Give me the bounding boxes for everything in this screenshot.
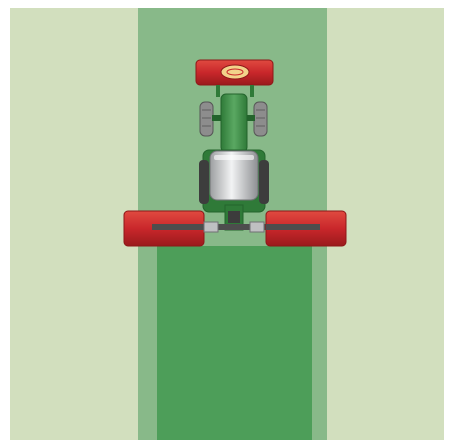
logo-icon [220, 64, 250, 80]
rear-right-tire [259, 160, 269, 204]
front-right-tire [253, 101, 268, 137]
cab [209, 150, 259, 201]
rear-left-tire [199, 160, 209, 204]
tractor-icon [199, 93, 269, 231]
mowed-strip [157, 246, 312, 440]
rear-left-mower-icon [123, 210, 219, 247]
front-left-tire [199, 101, 214, 137]
front-mower-icon [195, 59, 274, 97]
rear-right-mower-icon [249, 210, 347, 247]
rear-boom [150, 224, 320, 230]
